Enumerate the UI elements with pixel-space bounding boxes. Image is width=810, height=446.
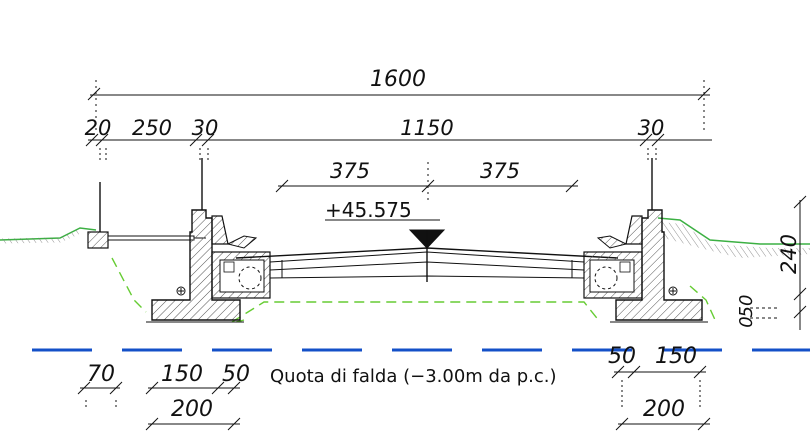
dim-150-left-label: 150 (161, 362, 203, 387)
dim-200-left-label: 200 (171, 397, 213, 422)
dim-150-right-label: 150 (655, 344, 697, 369)
dim-50-right-label: 50 (608, 344, 636, 369)
dimension-bottom-right: 50 150 200 (608, 344, 711, 431)
dim-30-left-label: 30 (192, 116, 219, 140)
dim-240-label: 240 (777, 234, 801, 274)
dim-30-right-label: 30 (638, 116, 665, 140)
left-retaining-wall (87, 182, 206, 249)
dimension-1600: 1600 (87, 67, 711, 130)
elevation-label: +45.575 (325, 198, 412, 222)
dimension-row-2: 20 250 30 1150 30 (85, 116, 712, 162)
dim-200-right-label: 200 (643, 397, 685, 422)
right-abutment (583, 158, 708, 323)
dimension-bottom-left: 70 150 50 200 (77, 362, 250, 431)
dim-20-label: 20 (85, 116, 112, 140)
dim-375-right-label: 375 (480, 159, 520, 183)
dimension-lanes: 375 375 (275, 159, 579, 200)
groundwater-note: Quota di falda (−3.00m da p.c.) (270, 366, 557, 387)
road-deck (235, 247, 619, 280)
elevation-marker: +45.575 (325, 198, 446, 282)
dim-1150-label: 1150 (400, 116, 453, 140)
dimension-right-vertical: 240 50 0 (736, 195, 807, 330)
dim-1600-label: 1600 (370, 67, 426, 92)
left-abutment (146, 158, 271, 323)
dim-375-left-label: 375 (330, 159, 370, 183)
ground-lines (0, 217, 810, 258)
dim-70-label: 70 (87, 362, 115, 387)
dim-250-label: 250 (132, 116, 172, 140)
dim-50-vertical-label: 50 (736, 295, 757, 318)
dim-0-vertical-label: 0 (736, 316, 757, 327)
dim-50-left-label: 50 (222, 362, 250, 387)
